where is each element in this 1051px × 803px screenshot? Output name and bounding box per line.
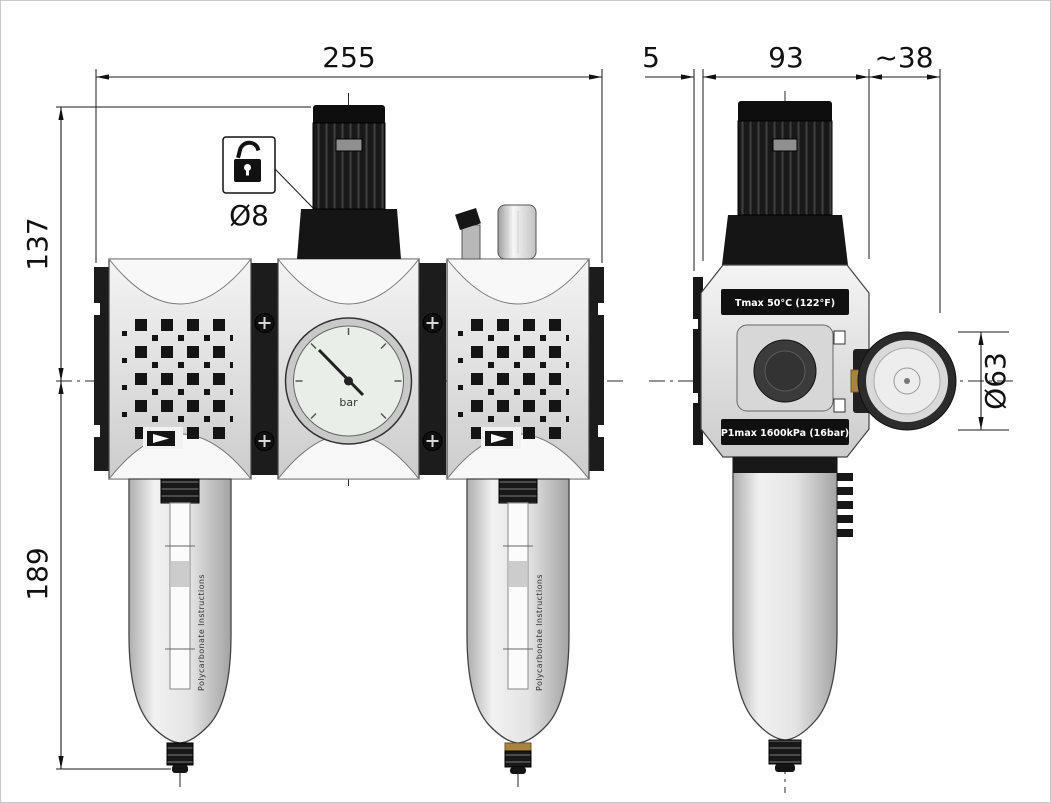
lock-window [335,138,363,152]
knob-callout: Ø8 [222,136,314,232]
dim-height-upper-label: 137 [21,217,54,270]
sight-tube [507,502,529,690]
unlock-icon [234,140,261,182]
lock-window [772,138,798,152]
flow-direction-icon [147,431,175,446]
tmax-label: Tmax 50°C (122°F) [735,298,835,309]
dimension-height-upper: 137 [21,106,311,381]
regulator-body-side: Tmax 50°C (122°F) P1max 1600kPa (16bar) [693,264,870,458]
pressure-gauge-side [850,331,957,431]
module-connector-1 [251,263,278,475]
module-connector-2 [419,263,446,475]
oil-fill-valve [455,207,481,260]
sight-dome [497,204,537,260]
flow-direction-icon [485,431,513,446]
dim-body-width-label: 93 [768,41,804,74]
dim-gauge-diameter-label: Ø63 [979,352,1012,410]
gauge-unit-label: bar [339,396,358,409]
dim-flange-label: 5 [642,41,660,74]
dimension-flange-offset: 5 [642,41,704,271]
dimension-gauge-diameter: Ø63 [958,331,1012,431]
dimension-height-lower: 189 [21,381,171,770]
label-plate-bottom [721,419,849,445]
filter-bowl: Polycarbonate Instructions [128,478,232,773]
gauge-needle [317,348,365,397]
lubricator-module [445,204,591,480]
regulator-knob-side [722,101,848,265]
label-plate-top [721,289,849,315]
drain-valve [166,742,194,773]
knob-diameter-label: Ø8 [229,199,269,232]
front-view: bar [21,41,604,774]
sight-tube [169,502,191,690]
dimension-width: 255 [95,41,603,263]
lubricator-vent-grid [471,319,569,439]
bowl-side [732,456,853,772]
mounting-tab-left [94,267,109,471]
pressure-gauge: bar [284,317,413,445]
dimension-body-width: 93 [703,41,870,259]
drain-valve [504,742,532,774]
lubricator-bowl: Polycarbonate Instructions [466,478,570,774]
dimension-gauge-depth: ~38 [869,41,941,313]
bowl-marking: Polycarbonate Instructions [197,574,206,691]
filter-vent-grid [135,319,233,439]
side-view: Tmax 50°C (122°F) P1max 1600kPa (16bar) [642,41,1012,772]
mounting-tab-right [589,267,604,471]
mounting-flange [693,277,703,445]
filter-module [107,258,253,480]
dim-gauge-depth-label: ~38 [874,41,933,74]
drain-valve [768,739,802,772]
bowl-marking: Polycarbonate Instructions [535,574,544,691]
regulator-module: bar [276,105,421,480]
dim-height-lower-label: 189 [21,547,54,600]
pmax-label: P1max 1600kPa (16bar) [721,428,849,439]
regulator-knob [297,105,401,259]
dim-width-label: 255 [322,41,375,74]
